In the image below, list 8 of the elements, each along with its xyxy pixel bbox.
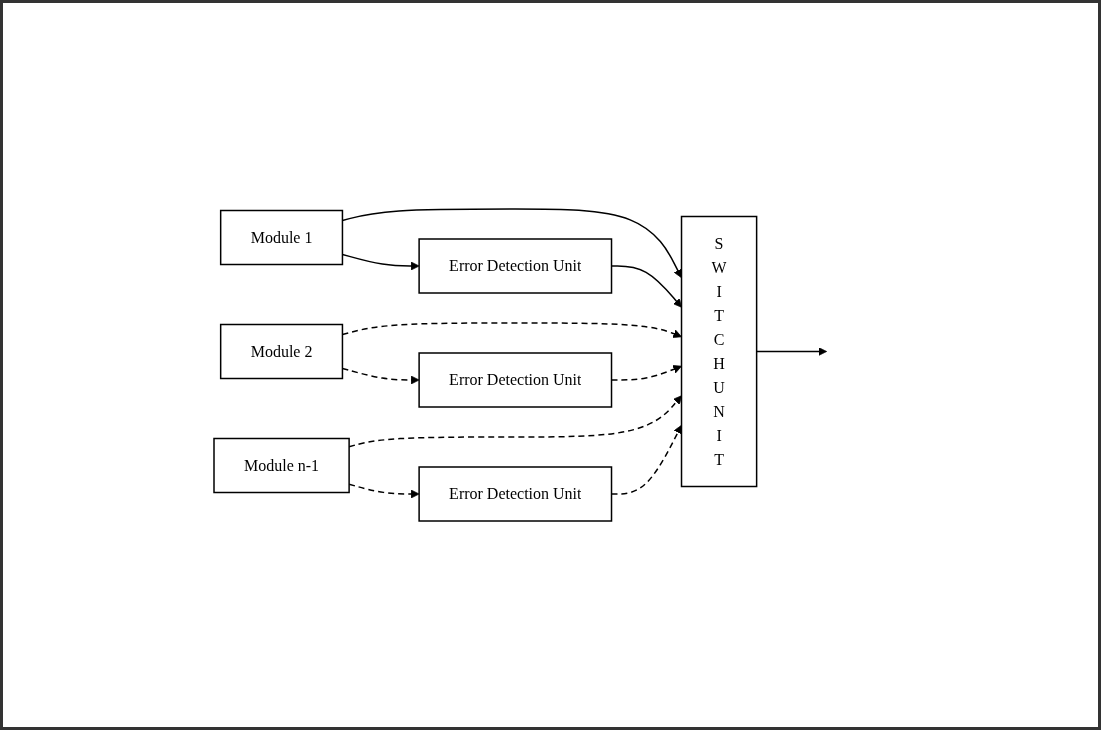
node-box: Module 1 (220, 209, 344, 266)
node-box: Error Detection Unit (418, 352, 613, 408)
arrow (756, 347, 828, 356)
node-box: S W I T C H U N I T (680, 215, 758, 488)
node-box: Error Detection Unit (418, 466, 613, 522)
node-box: Module n-1 (213, 437, 351, 494)
node-box: Error Detection Unit (418, 238, 613, 294)
node-box: Module 2 (220, 323, 344, 380)
